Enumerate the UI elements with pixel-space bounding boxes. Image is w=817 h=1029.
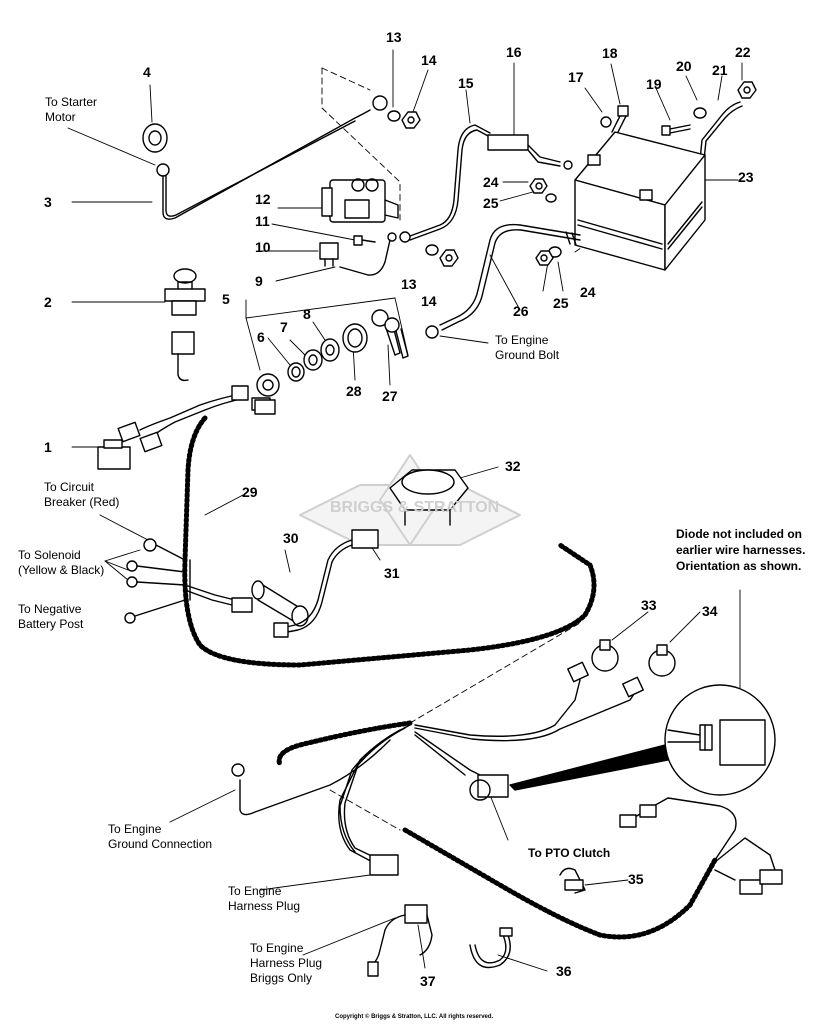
hold-down-rod-part-21	[699, 101, 743, 161]
callout-16: 16	[506, 44, 522, 60]
copyright-notice: Copyright © Briggs & Stratton, LLC. All …	[335, 1014, 494, 1020]
callout-1: 1	[44, 439, 52, 455]
callout-2: 2	[44, 294, 52, 310]
callout-3: 3	[44, 194, 52, 210]
callout-21: 21	[712, 62, 728, 78]
label-to-engine-harness-plug: To Engine Harness Plug	[228, 884, 301, 913]
regulator-part-32	[389, 469, 469, 526]
washer-part-17	[600, 116, 612, 128]
wire-part-9	[339, 232, 397, 276]
callout-25: 25	[483, 195, 499, 211]
callout-9: 9	[255, 273, 263, 289]
callout-35: 35	[628, 871, 644, 887]
callout-34: 34	[702, 603, 718, 619]
label-to-engine-harness-plug-briggs: To Engine Harness Plug Briggs Only	[250, 941, 323, 985]
callout-24-lower: 24	[580, 284, 596, 300]
diode-detail-bubble	[509, 684, 776, 796]
sensor-part-34	[622, 644, 676, 698]
callout-17: 17	[568, 69, 584, 85]
harness-part-29	[182, 415, 718, 940]
callout-31: 31	[384, 565, 400, 581]
nut-part-7	[287, 362, 305, 382]
callout-27: 27	[382, 388, 398, 404]
label-to-negative-battery-post: To Negative Battery Post	[18, 602, 84, 631]
callout-22: 22	[735, 44, 751, 60]
switch-part-2	[164, 268, 206, 382]
washer-nut-mid	[425, 244, 459, 267]
callout-14-lower: 14	[421, 293, 437, 309]
callout-6: 6	[257, 329, 265, 345]
callout-4: 4	[143, 64, 151, 80]
callout-23: 23	[738, 169, 754, 185]
plug-part-37	[367, 904, 433, 977]
callout-26: 26	[513, 303, 529, 319]
washer-part-25-top	[545, 193, 557, 203]
callout-7: 7	[280, 319, 288, 335]
label-to-pto-clutch: To PTO Clutch	[528, 846, 611, 860]
label-to-engine-ground-connection: To Engine Ground Connection	[108, 822, 213, 851]
connector-part-31	[273, 529, 379, 638]
nut-part-22	[737, 81, 757, 99]
callout-13-lower: 13	[401, 276, 417, 292]
callout-20: 20	[676, 58, 692, 74]
bolt-part-19	[661, 124, 691, 136]
battery-part-23	[574, 131, 706, 271]
keys-part-27	[371, 309, 409, 359]
right-connectors	[619, 797, 783, 895]
callout-18: 18	[602, 45, 618, 61]
sensor-part-33	[567, 639, 619, 683]
watermark-text: BRIGGS & STRATTON	[330, 499, 500, 516]
callout-12: 12	[255, 191, 271, 207]
callout-8: 8	[303, 306, 311, 322]
solenoid-part-12	[321, 178, 399, 223]
note-diode: Diode not included on earlier wire harne…	[676, 527, 806, 573]
sleeve-part-30	[251, 580, 309, 627]
label-to-circuit-breaker: To Circuit Breaker (Red)	[44, 480, 120, 509]
nut-part-24-top	[529, 178, 548, 194]
ignition-wires	[117, 385, 276, 453]
cable-tie-part-36	[469, 927, 513, 969]
bolt-part-11	[353, 235, 376, 246]
callout-36: 36	[556, 963, 572, 979]
washer-nut-top	[387, 110, 421, 129]
starter-cable-part-3	[156, 95, 388, 220]
callout-10: 10	[255, 239, 271, 255]
starter-boot-part-4	[142, 123, 168, 153]
leader-lines	[67, 49, 743, 972]
clip-part-35	[559, 867, 586, 894]
callout-14: 14	[421, 52, 437, 68]
callout-33: 33	[641, 597, 657, 613]
washer-part-25-low	[535, 250, 554, 266]
callout-28: 28	[346, 383, 362, 399]
pto-clutch-connector	[469, 774, 509, 801]
washer-part-20	[693, 107, 707, 119]
callout-24: 24	[483, 174, 499, 190]
label-to-engine-ground-bolt: To Engine Ground Bolt	[495, 333, 560, 362]
callout-11: 11	[255, 213, 270, 229]
callout-37: 37	[420, 973, 436, 989]
ground-cable-part-26	[425, 223, 581, 339]
washer-part-8	[303, 338, 340, 371]
callout-13: 13	[386, 29, 402, 45]
label-to-solenoid: To Solenoid (Yellow & Black)	[18, 548, 105, 577]
label-to-starter-motor: To Starter Motor	[45, 95, 98, 124]
bezel-part-28	[342, 323, 368, 353]
harness-wires	[124, 538, 253, 624]
bolt-part-18	[611, 105, 629, 133]
connector-part-10	[319, 242, 339, 267]
callout-25-lower: 25	[553, 295, 569, 311]
callout-30: 30	[283, 530, 299, 546]
callout-5: 5	[222, 291, 230, 307]
callout-19: 19	[646, 76, 662, 92]
callout-32: 32	[505, 458, 521, 474]
callout-15: 15	[458, 75, 474, 91]
lower-harness-wires	[231, 679, 641, 876]
callout-29: 29	[242, 484, 258, 500]
cable-part-15	[399, 124, 491, 243]
fuse-holder-part-16	[487, 134, 573, 170]
plug-part-1	[97, 439, 131, 470]
